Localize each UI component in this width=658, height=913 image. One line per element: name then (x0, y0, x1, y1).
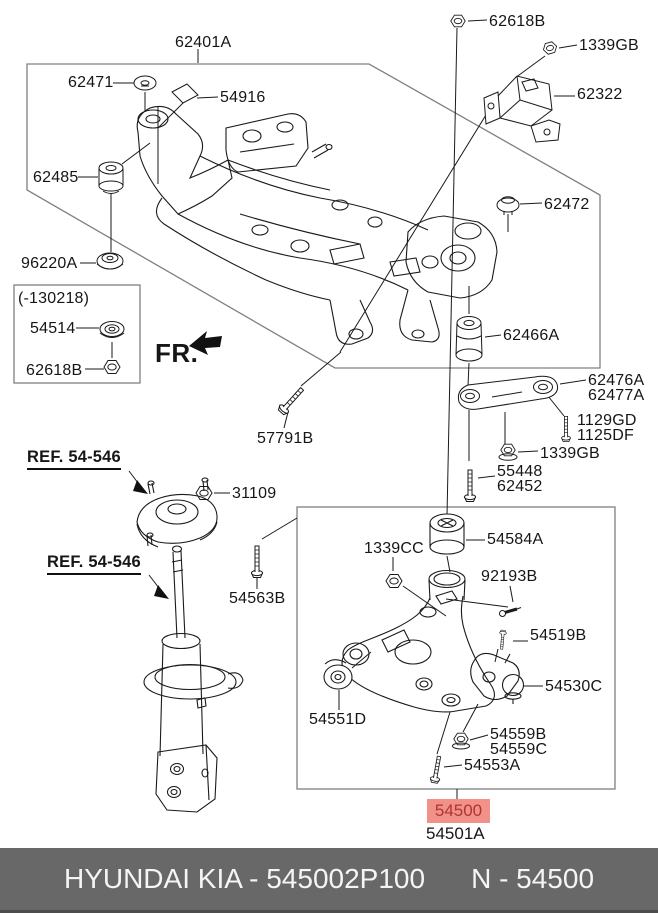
part-label-54501a: 54501A (426, 824, 485, 843)
part-label-54553a: 54553A (464, 757, 521, 774)
bolt-icon-55448 (464, 469, 476, 502)
part-label-1339cc: 1339CC (364, 540, 424, 557)
part-label-62401a: 62401A (175, 34, 232, 51)
part-label-96220a: 96220A (21, 255, 78, 272)
selected-part-number: 54500 (434, 801, 483, 820)
bracket-icon-62322 (483, 75, 561, 143)
part-label-62322: 62322 (577, 86, 623, 103)
bolt-icon-1129gd (561, 415, 571, 443)
part-label-1339gb-b: 1339GB (540, 445, 600, 462)
leader-lines (76, 19, 587, 799)
control-arm-drawing (341, 569, 525, 713)
flange-nut-icon-1339gb (498, 443, 518, 461)
flange-nut-icon-54559 (452, 732, 470, 750)
part-label-62471: 62471 (68, 74, 114, 91)
selected-part-highlight[interactable]: 54500 (427, 799, 490, 823)
washer-icon-54514 (99, 321, 125, 338)
ref-label-54-546-b: REF. 54-546 (47, 554, 141, 575)
part-label-62477a: 62477A (588, 387, 645, 404)
bushing-icon-62466A (455, 316, 483, 362)
footer-ref-number: N - 54500 (471, 863, 595, 894)
part-label-54530c: 54530C (545, 678, 603, 695)
part-label-1129gd: 1129GD (577, 412, 637, 429)
bushing-icons-lower (323, 513, 465, 690)
nut-icon-62618b-top (450, 14, 466, 28)
screw-icon-92193b (499, 607, 522, 617)
ref-arrow (133, 480, 148, 494)
part-label-62466a: 62466A (503, 327, 560, 344)
bolt-icon-57791b (276, 384, 307, 417)
bolt-icon-54563b (251, 545, 263, 578)
pad-icon-54916 (171, 83, 199, 104)
stay-arm-icon-62476A (457, 375, 558, 410)
crossmember-drawing (136, 105, 498, 345)
bushing-icon-62485 (98, 161, 124, 194)
part-label-57791b: 57791B (257, 430, 314, 447)
grommet-icon-62472 (496, 196, 520, 215)
part-label-92193b: 92193B (481, 568, 538, 585)
part-label-62476a: 62476A (588, 372, 645, 389)
strut-drawing (136, 477, 244, 813)
bushing-icon-54551D (323, 659, 353, 690)
nut-icon-1339gb-top (541, 40, 559, 56)
footer-part-id: HYUNDAI KIA - 545002P100 (63, 863, 426, 894)
ref-label-54-546-a: REF. 54-546 (27, 449, 121, 470)
part-label-54559b: 54559B (490, 726, 547, 743)
part-label-54584a: 54584A (487, 531, 544, 548)
inset-box-title: (-130218) (18, 290, 90, 307)
fr-direction-label: FR. (155, 338, 199, 368)
bolt-icon-54553a (429, 755, 445, 785)
part-label-62618b-inset: 62618B (26, 362, 83, 379)
grommet-icon-96220A (96, 252, 124, 270)
nut-icon-62618b-inset (103, 360, 121, 374)
part-label-55448: 55448 (497, 463, 543, 480)
bushing-icon-54584A (429, 513, 465, 555)
part-label-54916: 54916 (220, 89, 266, 106)
control-arm-box (296, 506, 616, 790)
bolt-icon-54519b (498, 629, 507, 650)
part-label-62452: 62452 (497, 478, 543, 495)
part-label-1125df: 1125DF (577, 427, 634, 444)
part-label-54559c: 54559C (490, 741, 548, 758)
inset-box (13, 284, 141, 384)
part-label-31109: 31109 (232, 485, 277, 502)
part-label-54563b: 54563B (229, 590, 286, 607)
group-boxes (13, 63, 616, 790)
catalog-footer-bar: HYUNDAI KIA - 545002P100 N - 54500 (0, 848, 658, 913)
fastener-icons (96, 14, 571, 785)
part-label-62485: 62485 (33, 169, 79, 186)
part-label-54519b: 54519B (530, 627, 587, 644)
part-label-62472: 62472 (544, 196, 590, 213)
part-label-54551d: 54551D (309, 711, 367, 728)
washer-icon-62471 (133, 75, 157, 91)
subframe-box (26, 63, 601, 369)
fr-direction-arrow (189, 331, 222, 355)
nut-icon-1339cc (385, 574, 403, 588)
part-label-62618b-top: 62618B (489, 13, 546, 30)
part-label-54514: 54514 (30, 320, 76, 337)
part-label-1339gb-top: 1339GB (579, 37, 639, 54)
ref-arrow (154, 585, 169, 599)
